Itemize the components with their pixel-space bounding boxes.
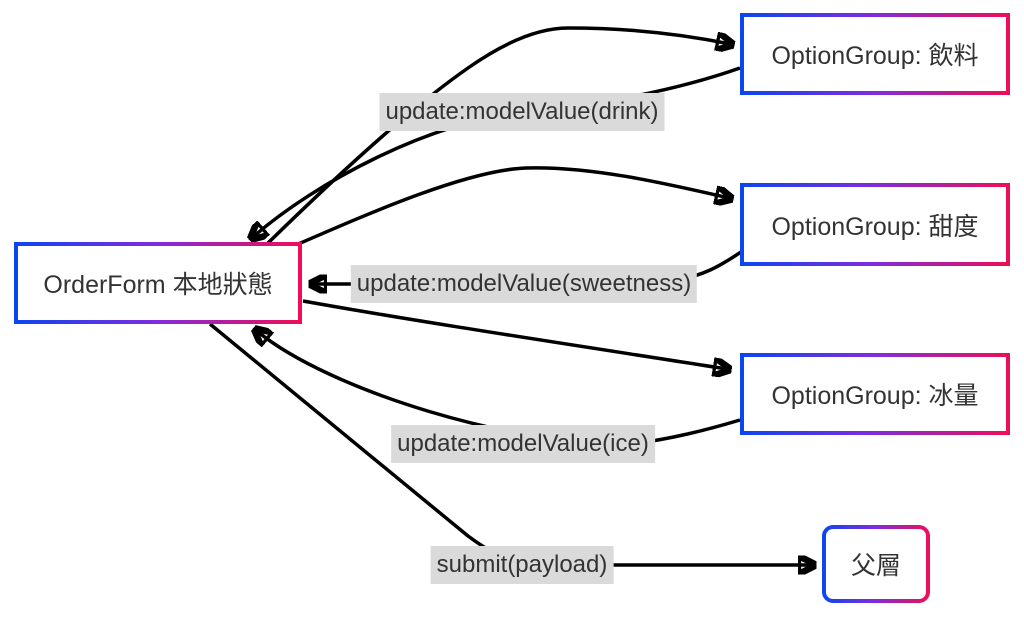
edge-orderform-to-drink-group bbox=[266, 26, 730, 245]
node-optiongroup-sweetness-label: OptionGroup: 甜度 bbox=[771, 212, 979, 241]
node-optiongroup-drink-box: OptionGroup: 飲料 bbox=[744, 17, 1006, 91]
node-optiongroup-ice-box: OptionGroup: 冰量 bbox=[744, 357, 1006, 431]
edge-label-update-modelvalue-ice: update:modelValue(ice) bbox=[391, 425, 655, 463]
node-optiongroup-ice-label: OptionGroup: 冰量 bbox=[771, 382, 979, 410]
edge-orderform-to-ice-group bbox=[302, 299, 727, 369]
node-optiongroup-ice: OptionGroup: 冰量 bbox=[740, 353, 1010, 435]
edge-label-submit-payload: submit(payload) bbox=[430, 546, 614, 584]
node-orderform-box: OrderForm 本地狀態 bbox=[18, 246, 298, 320]
node-parent: 父層 bbox=[822, 525, 930, 603]
node-optiongroup-drink: OptionGroup: 飲料 bbox=[740, 13, 1010, 95]
node-optiongroup-drink-label: OptionGroup: 飲料 bbox=[771, 42, 979, 70]
edge-orderform-to-sweetness-group bbox=[295, 166, 729, 247]
node-optiongroup-sweetness: OptionGroup: 甜度 bbox=[740, 183, 1010, 266]
node-orderform-label: OrderForm 本地狀態 bbox=[43, 271, 273, 299]
edge-label-update-modelvalue-sweetness: update:modelValue(sweetness) bbox=[350, 265, 698, 303]
node-orderform: OrderForm 本地狀態 bbox=[14, 242, 302, 324]
node-parent-label: 父層 bbox=[850, 552, 901, 580]
node-optiongroup-sweetness-box: OptionGroup: 甜度 bbox=[744, 187, 1006, 262]
node-parent-box: 父層 bbox=[826, 529, 926, 599]
edge-label-update-modelvalue-drink: update:modelValue(drink) bbox=[379, 93, 665, 131]
